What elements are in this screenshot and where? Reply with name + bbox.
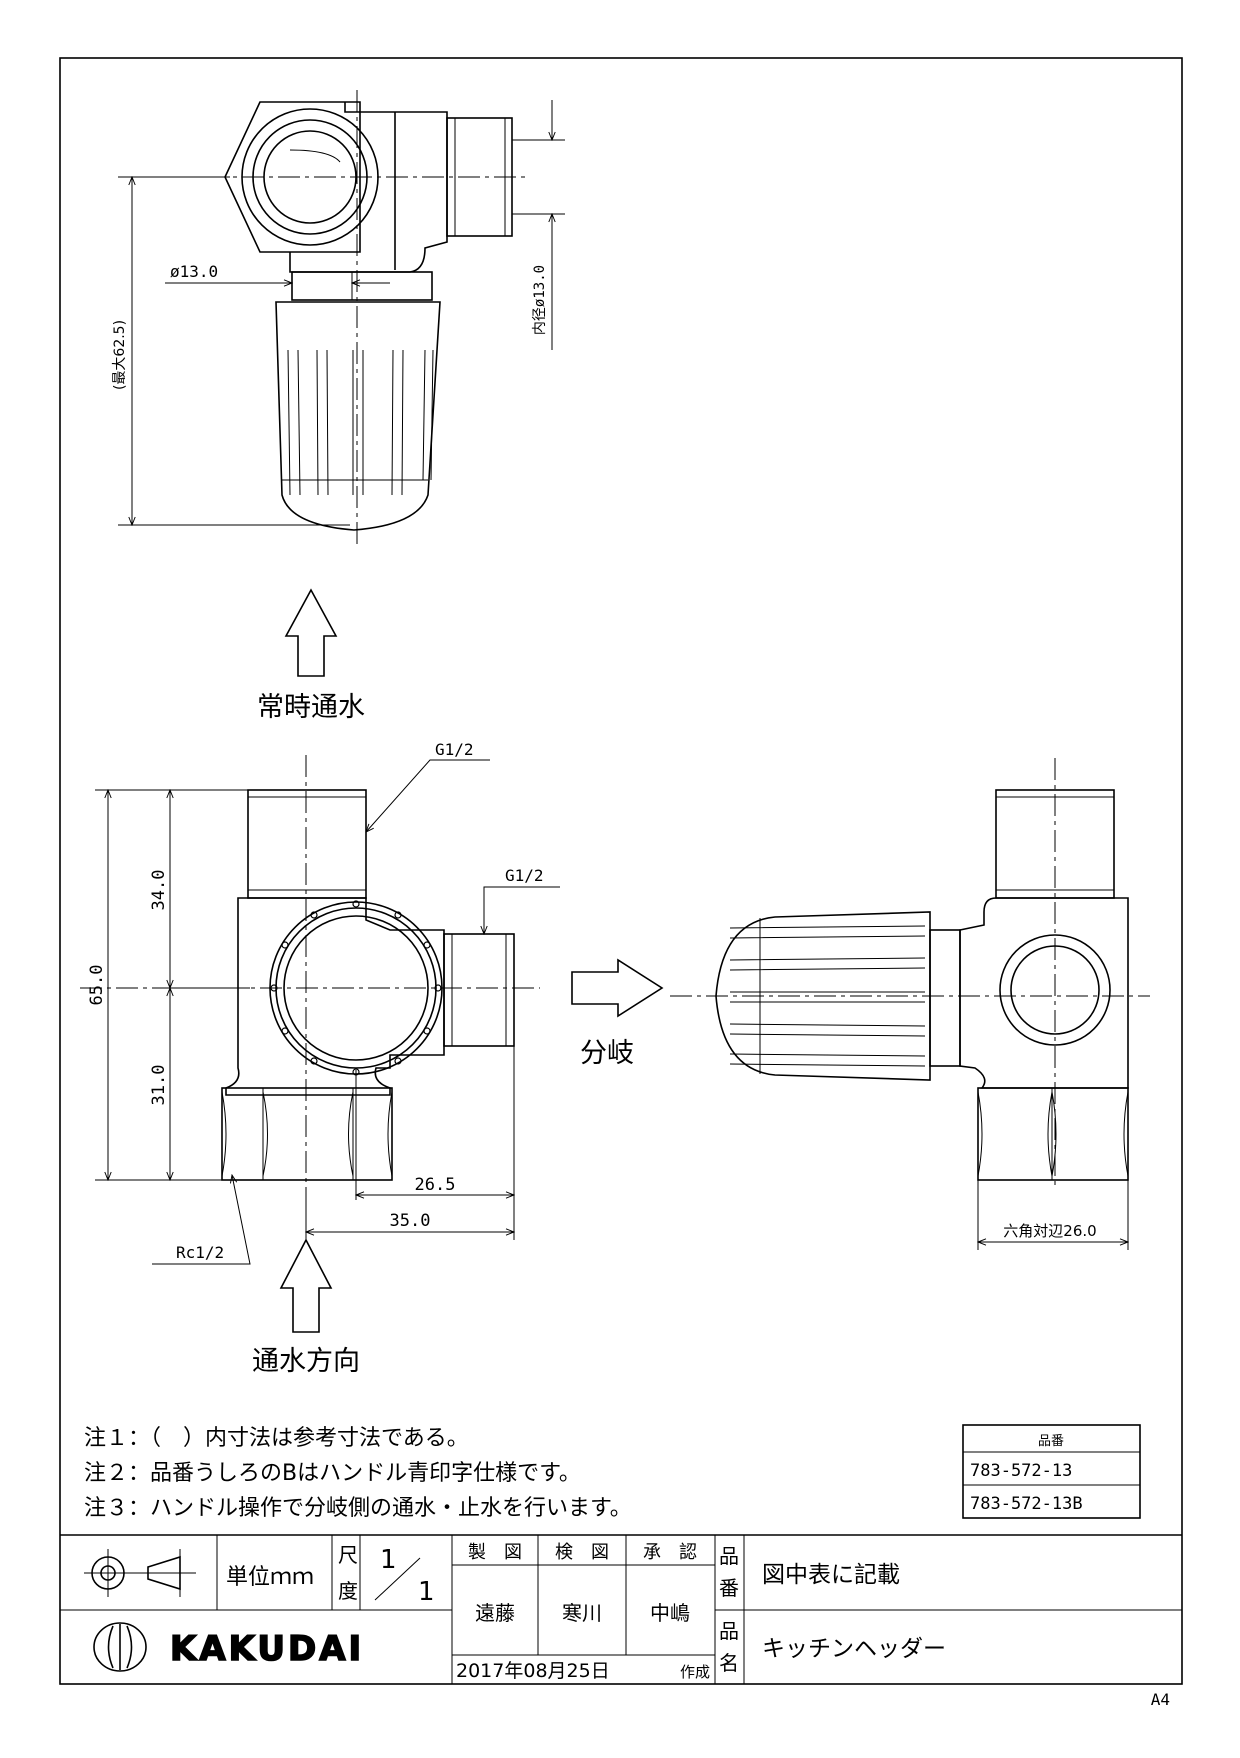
name-approved: 中嶋 [650, 1601, 690, 1625]
scale-label-bottom: 度 [338, 1579, 358, 1603]
dim-width-2: 35.0 [390, 1211, 431, 1231]
constant-flow-label: 常時通水 [257, 692, 365, 723]
name-drawn: 遠藤 [475, 1601, 515, 1625]
col-approved-label: 承 認 [643, 1542, 697, 1563]
dim-lower-height: 31.0 [149, 1065, 169, 1106]
title-block: 単位ｍｍ 尺 度 1 1 製 図 検 図 承 認 遠藤 寒川 中嶋 品 番 図中… [60, 1534, 1182, 1684]
note-1: 注１：（ ）内寸法は参考寸法である。 [84, 1426, 469, 1451]
scale-numerator: 1 [380, 1545, 397, 1575]
drawing-frame [59, 57, 1183, 1685]
scale-label-top: 尺 [338, 1543, 358, 1567]
created-date: 2017年08月25日 [456, 1660, 610, 1682]
thread-bottom-label: Rc1/2 [176, 1243, 224, 1262]
dim-total-height: 65.0 [87, 965, 107, 1006]
side-view: 六角対辺26.0 [670, 758, 1150, 1250]
branch-arrow-icon [571, 958, 664, 1018]
part-no-label-top: 品 [719, 1544, 739, 1568]
col-drawn-label: 製 図 [468, 1542, 522, 1563]
paper-size: A4 [1151, 1690, 1170, 1709]
thread-top-label: G1/2 [435, 740, 474, 759]
part-no-label-bottom: 番 [719, 1576, 739, 1600]
scale-denominator: 1 [418, 1577, 435, 1607]
front-view: 65.0 34.0 31.0 26.5 35.0 G1/2 G1/2 Rc1/2… [80, 740, 664, 1377]
name-checked: 寒川 [562, 1601, 602, 1625]
dim-upper-height: 34.0 [149, 870, 169, 911]
flow-direction-label: 通水方向 [252, 1346, 360, 1377]
dim-pipe-diameter: ø13.0 [170, 262, 218, 281]
part-number-row: 783-572-13B [970, 1494, 1083, 1514]
dim-hex-across-flats: 六角対辺26.0 [1003, 1222, 1096, 1240]
col-checked-label: 検 図 [555, 1542, 609, 1563]
thread-side-label: G1/2 [505, 866, 544, 885]
part-name-label-bottom: 名 [719, 1651, 739, 1675]
part-name-value: キッチンヘッダー [762, 1636, 946, 1662]
flow-direction-arrow-icon [279, 1238, 333, 1333]
part-number-row: 783-572-13 [970, 1461, 1072, 1481]
unit-label: 単位ｍｍ [226, 1565, 314, 1590]
third-angle-projection-icon [84, 1549, 196, 1597]
note-3: 注３：ハンドル操作で分岐側の通水・止水を行います。 [84, 1496, 632, 1521]
notes: 注１：（ ）内寸法は参考寸法である。 注２：品番うしろのBはハンドル青印字仕様で… [84, 1426, 632, 1521]
flow-arrow-up-icon [284, 588, 338, 677]
kakudai-logo-icon [93, 1622, 147, 1672]
top-view: (最大62.5) ø13.0 内径ø13.0 常時通水 [112, 90, 565, 723]
part-no-value: 図中表に記載 [762, 1562, 900, 1588]
part-table-header: 品番 [1038, 1434, 1064, 1449]
branch-label: 分岐 [580, 1038, 634, 1069]
part-name-label-top: 品 [719, 1619, 739, 1643]
dim-width-1: 26.5 [415, 1175, 456, 1195]
dim-max-height: (最大62.5) [112, 320, 128, 390]
created-suffix: 作成 [680, 1663, 710, 1681]
part-number-table: 品番 783-572-13 783-572-13B [962, 1424, 1141, 1519]
company-name: KAKUDAI [170, 1629, 364, 1669]
dim-inner-diameter: 内径ø13.0 [532, 265, 548, 335]
note-2: 注２：品番うしろのBはハンドル青印字仕様です。 [84, 1461, 581, 1486]
